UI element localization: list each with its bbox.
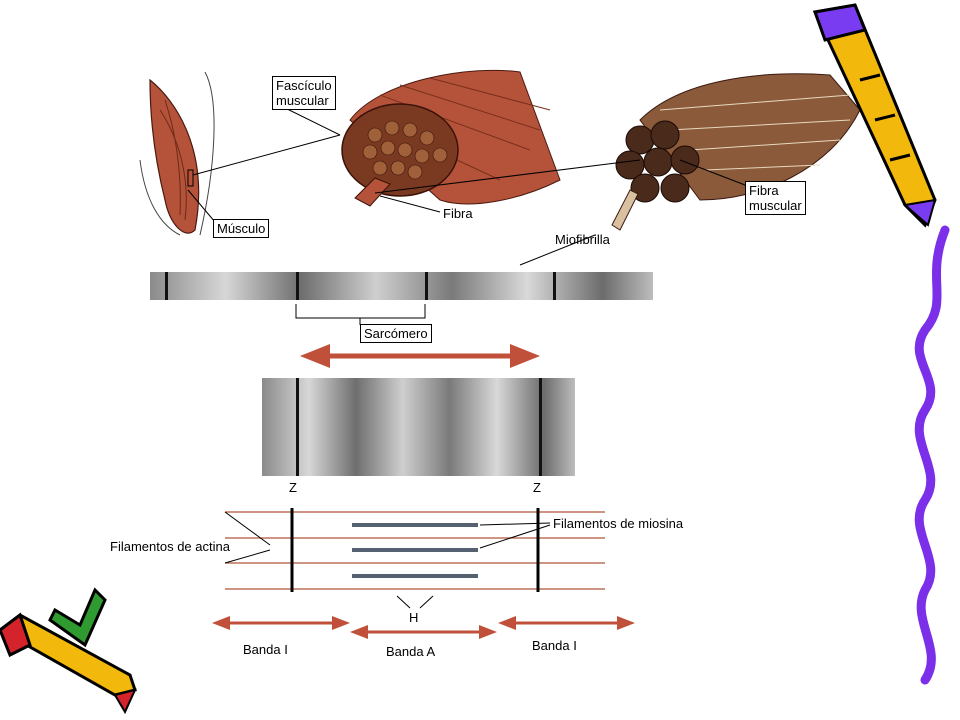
z-disc [553, 272, 556, 300]
label-banda-i-left: Banda I [243, 642, 288, 657]
z-disc [165, 272, 168, 300]
leader-lines [187, 102, 746, 325]
label-fasciculo-muscular: Fascículo muscular [272, 76, 336, 110]
label-filamentos-actina: Filamentos de actina [110, 539, 230, 554]
muscle-illustration [139, 71, 215, 236]
label-musculo: Músculo [213, 219, 270, 238]
fascicle-illustration [341, 69, 561, 207]
label-fibra-muscular: Fibra muscular [745, 181, 806, 215]
label-banda-a: Banda A [386, 644, 436, 659]
label-fibra: Fibra [443, 206, 473, 221]
sarcomere-micrograph [262, 378, 575, 476]
fiber-illustration [611, 73, 861, 231]
z-disc [539, 378, 542, 476]
myofibril-strip [150, 272, 653, 300]
pencil-icon [0, 612, 137, 715]
check-mark-icon [48, 587, 107, 648]
z-disc [296, 272, 299, 300]
label-filamentos-miosina: Filamentos de miosina [553, 516, 684, 531]
label-z-left: Z [289, 480, 297, 495]
label-z-right: Z [533, 480, 541, 495]
label-sarcomero: Sarcómero [360, 324, 432, 343]
band-arrows [212, 616, 635, 639]
pencil-icon [812, 3, 937, 228]
label-miofibrilla: Miofibrilla [555, 232, 610, 247]
filament-diagram [224, 508, 605, 609]
squiggle-decoration [914, 225, 950, 685]
label-h: H [409, 610, 419, 625]
sarcomere-arrow [300, 344, 540, 368]
z-disc [296, 378, 299, 476]
z-disc [425, 272, 428, 300]
label-banda-i-right: Banda I [532, 638, 577, 653]
